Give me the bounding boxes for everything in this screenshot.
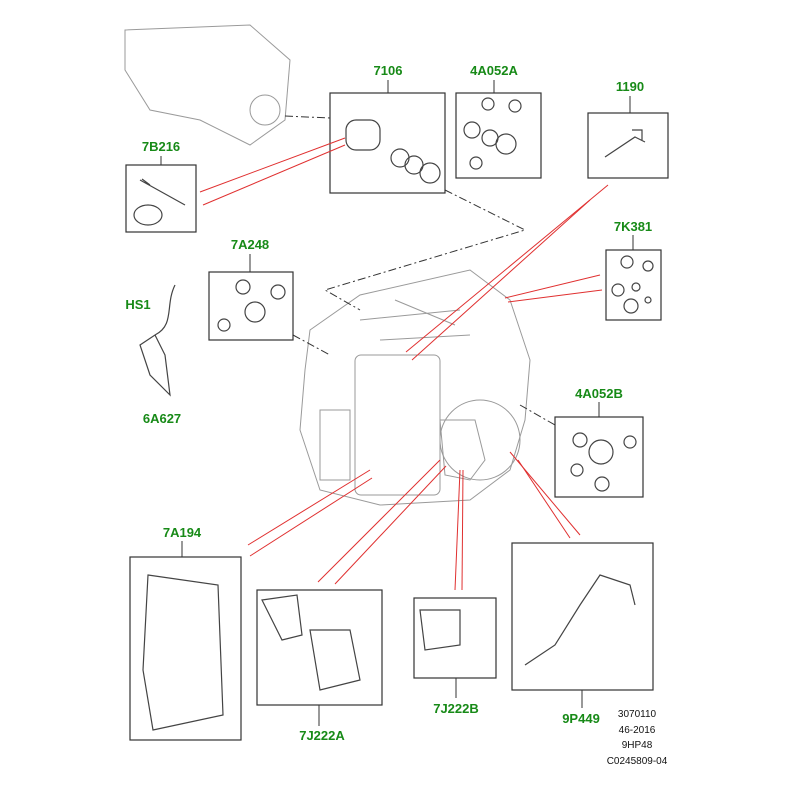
box-4a052a[interactable] xyxy=(455,92,542,179)
part-label-7a194[interactable]: 7A194 xyxy=(162,525,202,540)
part-label-7j222a[interactable]: 7J222A xyxy=(299,728,345,743)
part-label-7106[interactable]: 7106 xyxy=(373,63,403,78)
part-label-1190[interactable]: 1190 xyxy=(615,79,645,94)
part-label-hs1[interactable]: HS1 xyxy=(125,297,151,312)
part-label-9p449[interactable]: 9P449 xyxy=(562,711,600,726)
box-7a248[interactable] xyxy=(208,271,294,341)
box-7106[interactable] xyxy=(329,92,446,194)
part-boxes xyxy=(125,92,669,741)
box-7j222b[interactable] xyxy=(413,597,497,679)
part-label-7a248[interactable]: 7A248 xyxy=(230,237,270,252)
box-9p449[interactable] xyxy=(511,542,654,691)
box-7a194[interactable] xyxy=(129,556,242,741)
part-label-7b216[interactable]: 7B216 xyxy=(141,139,181,154)
part-label-7k381[interactable]: 7K381 xyxy=(613,219,653,234)
reference-code-2: 46-2016 xyxy=(618,725,656,736)
part-label-4a052b[interactable]: 4A052B xyxy=(575,386,623,401)
part-label-7j222b[interactable]: 7J222B xyxy=(433,701,479,716)
reference-code-1: 3070110 xyxy=(617,709,657,720)
transmission-drawing xyxy=(124,24,531,506)
dash-dot-lines xyxy=(284,115,556,426)
box-7b216[interactable] xyxy=(125,164,197,233)
part-label-6a627[interactable]: 6A627 xyxy=(142,411,182,426)
part-label-4a052a[interactable]: 4A052A xyxy=(470,63,518,78)
box-1190[interactable] xyxy=(587,112,669,179)
box-4a052b[interactable] xyxy=(554,416,644,498)
reference-code-4: C0245809-04 xyxy=(606,756,668,767)
reference-code-3: 9HP48 xyxy=(621,740,653,751)
label-ticks xyxy=(160,80,634,726)
leader-lines xyxy=(199,137,609,591)
part-sketches xyxy=(133,97,654,731)
